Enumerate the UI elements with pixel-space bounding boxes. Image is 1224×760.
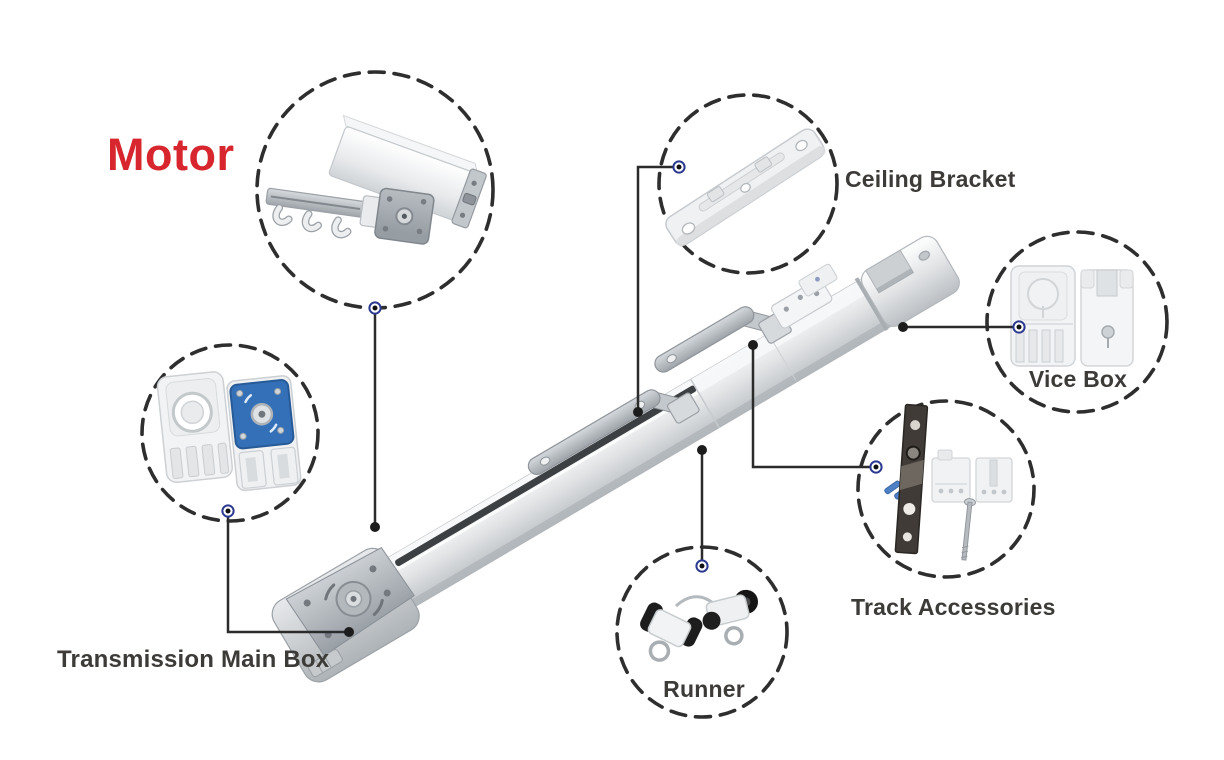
transmission-leader-line: [226, 512, 349, 634]
ceiling-bracket-illustration: [665, 128, 826, 247]
ceiling-bracket-callout-circle: [657, 93, 839, 275]
vice-box-anchor-dot: [898, 322, 908, 332]
ceiling-bracket-target-marker: [672, 160, 686, 174]
runner-label: Runner: [663, 676, 745, 702]
vice-box-illustration: [1010, 265, 1134, 367]
motor-anchor-dot: [370, 522, 380, 532]
runner-target-marker: [695, 559, 709, 573]
rail-slider-blocks: [770, 263, 838, 329]
installed-bracket-strap-left: [527, 389, 700, 475]
vice-box-label: Vice Box: [1028, 366, 1128, 392]
motor-target-marker: [368, 301, 382, 315]
ceiling-bracket-label: Ceiling Bracket: [845, 166, 1016, 192]
ceiling-bracket-anchor-dot: [633, 407, 643, 417]
track-accessories-illustration: [884, 403, 1013, 561]
track-accessories-leader-line: [751, 345, 876, 469]
transmission-main-box-illustration: [156, 371, 302, 492]
vice-end-cap: [860, 235, 960, 327]
transmission-end-cap: [271, 546, 420, 683]
vice-box-target-marker: [1012, 320, 1026, 334]
transmission-anchor-dot: [344, 627, 354, 637]
vice-box-callout-circle: [985, 230, 1169, 414]
track-accessories-anchor-dot: [748, 340, 758, 350]
motor-label: Motor: [107, 129, 235, 180]
runner-illustration: [640, 589, 759, 662]
transmission-callout-circle: [140, 343, 320, 523]
track-accessories-target-marker: [869, 460, 883, 474]
ceiling-bracket-leader-line: [636, 165, 679, 412]
transmission-main-box-label: Transmission Main Box: [57, 646, 330, 673]
track-accessories-callout-circle: [856, 399, 1036, 579]
motor-illustration: [265, 114, 487, 245]
track-accessories-label: Track Accessories: [851, 594, 1056, 620]
curtain-track-illustration: [271, 235, 960, 683]
runner-anchor-dot: [697, 445, 707, 455]
transmission-target-marker: [221, 504, 235, 518]
callout-target-markers: [221, 160, 1026, 573]
